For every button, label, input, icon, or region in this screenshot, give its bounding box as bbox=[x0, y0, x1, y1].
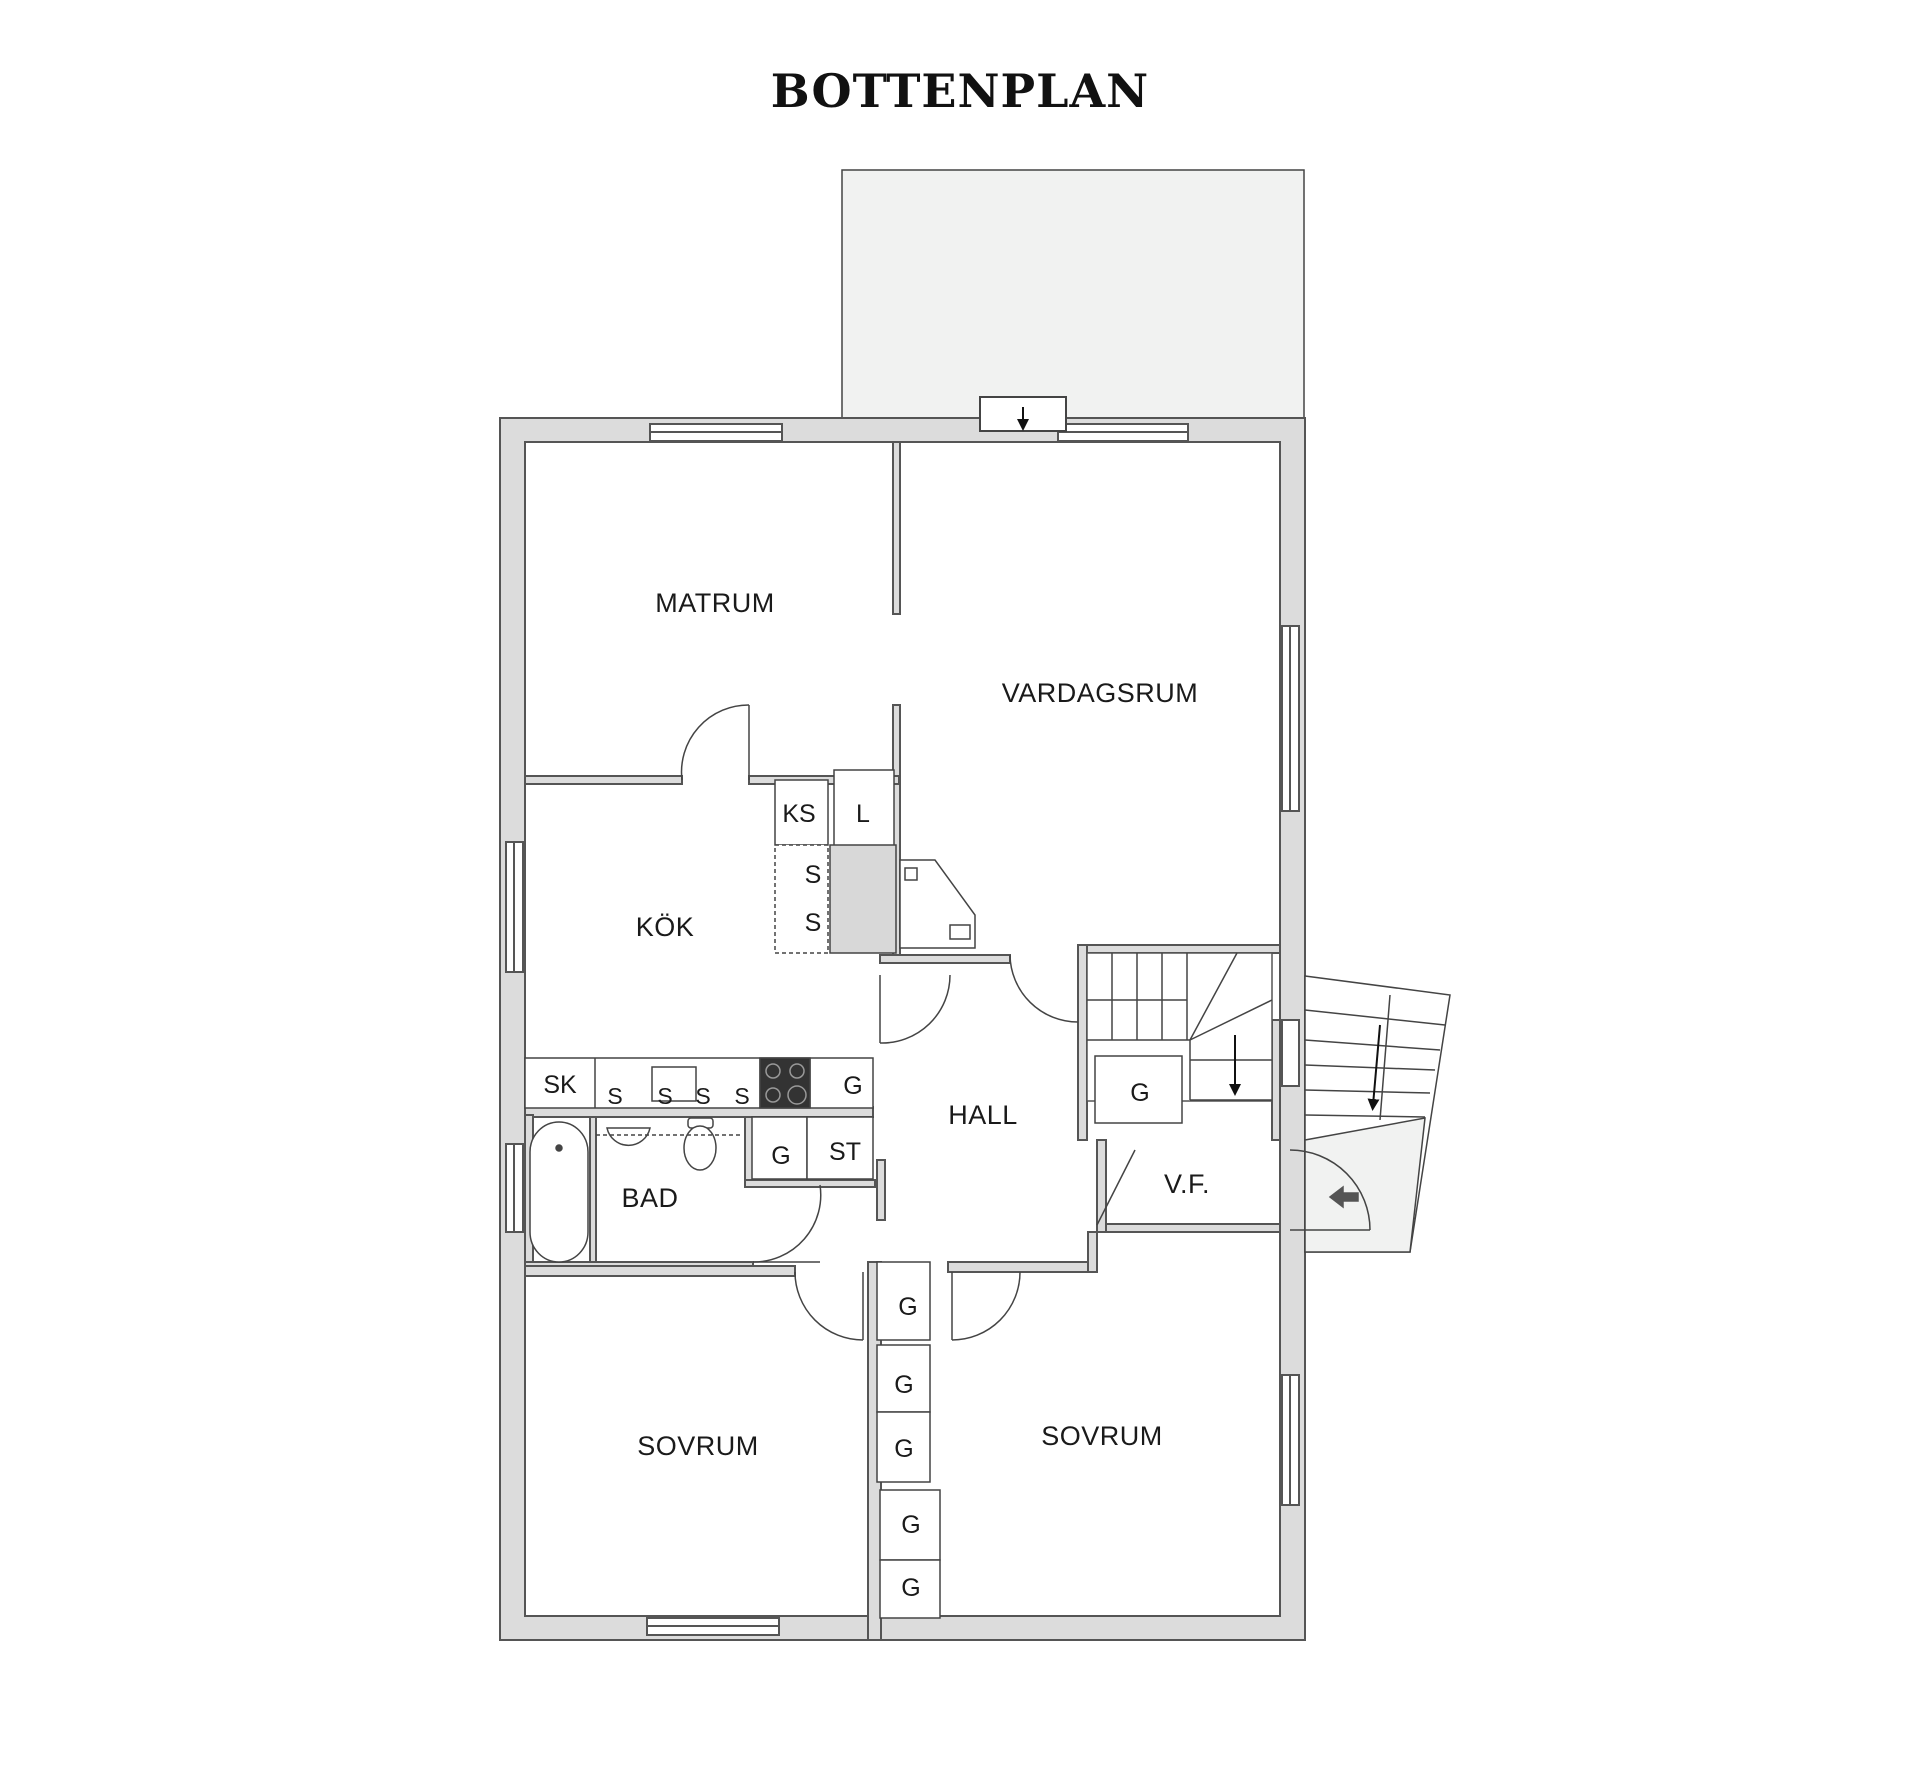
stair-treads bbox=[1087, 952, 1273, 1101]
fixture-label-g: G bbox=[898, 1293, 917, 1321]
fixture-label-s: S bbox=[607, 1083, 622, 1109]
fixture-label-ks: KS bbox=[782, 800, 815, 828]
windows bbox=[505, 423, 1300, 1636]
stair-wall bbox=[1077, 944, 1088, 1141]
fixture-label-st: ST bbox=[829, 1138, 861, 1166]
outside-stair bbox=[1304, 975, 1451, 1253]
room-label-bad: BAD bbox=[621, 1183, 678, 1213]
fixture-label-g: G bbox=[901, 1574, 920, 1602]
fixture-label-s: S bbox=[657, 1083, 672, 1109]
room-label-sovrum-right: SOVRUM bbox=[1041, 1421, 1163, 1451]
room-label-matrum: MATRUM bbox=[655, 588, 774, 618]
fixture-label-s: S bbox=[805, 861, 822, 889]
room-label-kok: KÖK bbox=[636, 912, 695, 942]
fixture-label-sk: SK bbox=[543, 1071, 577, 1099]
fixture-label-g: G bbox=[894, 1371, 913, 1399]
fixture-label-l: L bbox=[856, 800, 870, 828]
room-label-vf: V.F. bbox=[1164, 1169, 1210, 1199]
entrance-door bbox=[1289, 1149, 1371, 1231]
room-label-sovrum-left: SOVRUM bbox=[637, 1431, 759, 1461]
cabinets bbox=[524, 769, 1183, 1619]
fixture-label-s: S bbox=[695, 1083, 710, 1109]
fixture-label-g: G bbox=[1130, 1079, 1149, 1107]
terrace bbox=[841, 169, 1305, 419]
fixture-label-g: G bbox=[894, 1435, 913, 1463]
fixture-label-g: G bbox=[771, 1142, 790, 1170]
room-label-vardagsrum: VARDAGSRUM bbox=[1002, 678, 1199, 708]
room-label-hall: HALL bbox=[948, 1100, 1018, 1130]
doors bbox=[680, 704, 1136, 1341]
fixture-label-g: G bbox=[901, 1511, 920, 1539]
fixture-label-g: G bbox=[843, 1072, 862, 1100]
fixture-label-s: S bbox=[805, 909, 822, 937]
fixture-label-s: S bbox=[734, 1083, 749, 1109]
plan-title: BOTTENPLAN bbox=[770, 64, 1150, 118]
